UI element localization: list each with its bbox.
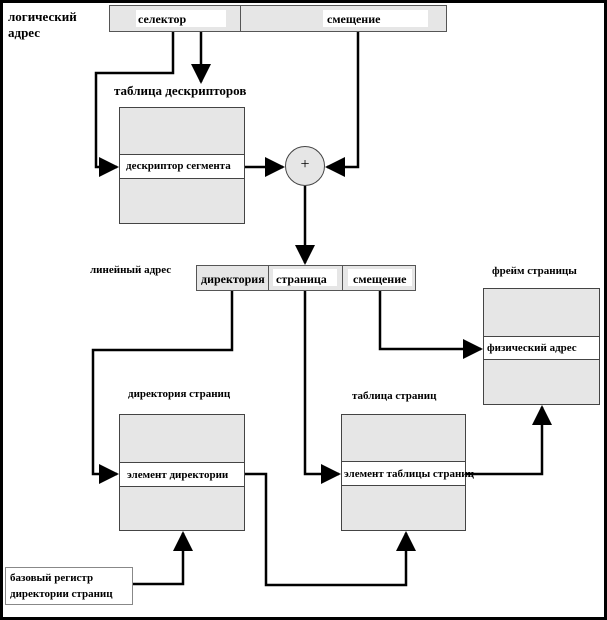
linear-page-label: страница — [276, 272, 327, 286]
page-directory-title: директория страниц — [128, 388, 231, 400]
linear-directory-label: директория — [201, 272, 265, 286]
directory-to-entry-arrow — [91, 291, 234, 484]
selector-to-descriptor-arrow — [94, 32, 175, 177]
descriptor-table-title: таблица дескрипторов — [114, 83, 247, 98]
descriptor-segment-row: дескриптор сегмента — [119, 154, 245, 179]
base-register-label-line2: директории страниц — [10, 588, 113, 600]
table-entry-to-frame-arrow — [466, 405, 552, 476]
page-table-entry-label: элемент таблицы страниц — [344, 468, 474, 480]
plus-icon: + — [300, 156, 310, 173]
logical-address-label-line1: логический — [8, 9, 77, 24]
linear-offset-field: смещение — [342, 265, 416, 291]
offset-to-physical-arrow — [378, 291, 483, 359]
offset-field: смещение — [240, 5, 447, 32]
directory-entry-label: элемент директории — [127, 469, 229, 481]
base-register-box — [5, 567, 133, 605]
page-to-table-entry-arrow — [303, 291, 341, 484]
selector-label: селектор — [138, 12, 187, 26]
linear-address-label: линейный адрес — [90, 264, 172, 276]
linear-directory-field: директория — [196, 265, 269, 291]
physical-address-label: физический адрес — [487, 342, 577, 354]
physical-address-row: физический адрес — [483, 336, 600, 360]
page-table-title: таблица страниц — [352, 390, 437, 402]
offset-to-adder-arrow — [325, 32, 360, 177]
logical-address-label-line2: адрес — [8, 25, 41, 40]
offset-label: смещение — [327, 12, 381, 26]
linear-offset-label: смещение — [353, 272, 407, 286]
base-register-label-line1: базовый регистр — [10, 572, 94, 584]
descriptor-segment-label: дескриптор сегмента — [126, 160, 231, 172]
directory-entry-row: элемент директории — [119, 462, 245, 487]
page-frame-title: фрейм страницы — [492, 265, 577, 277]
adder-circle: + — [285, 146, 325, 186]
page-table-entry-row: элемент таблицы страниц — [341, 461, 474, 486]
base-register-to-directory-arrow — [133, 531, 193, 586]
directory-entry-to-table-arrow — [245, 472, 416, 587]
linear-page-field: страница — [268, 265, 343, 291]
